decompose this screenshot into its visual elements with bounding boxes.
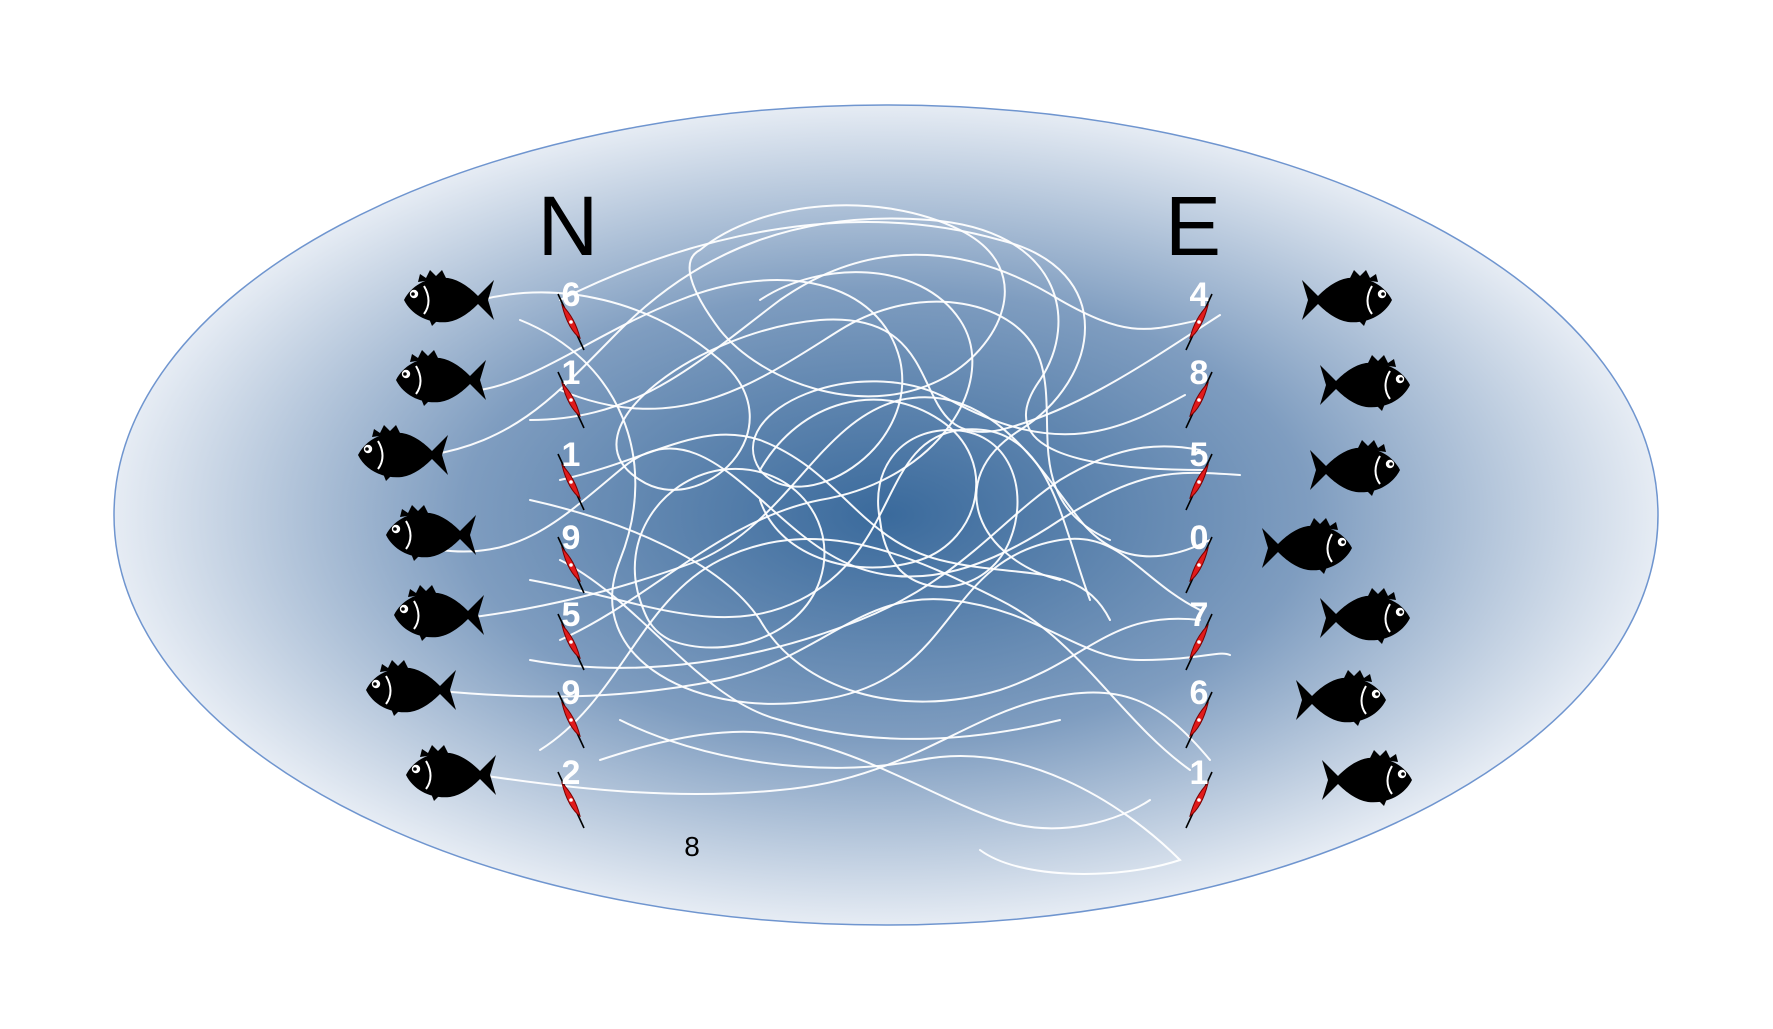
left-float-number: 9 xyxy=(562,519,581,557)
right-numbers: 4 8 5 0 7 6 1 xyxy=(1190,276,1209,792)
left-numbers: 6 1 1 9 5 9 2 xyxy=(562,276,581,792)
left-float-number: 5 xyxy=(562,596,581,634)
right-float-number: 8 xyxy=(1190,354,1209,392)
right-float-number: 4 xyxy=(1190,276,1209,314)
right-float-number: 5 xyxy=(1190,436,1209,474)
left-float-number: 2 xyxy=(562,754,581,792)
right-heading: E xyxy=(1165,179,1221,273)
left-float-number: 6 xyxy=(562,276,581,314)
right-float-number: 1 xyxy=(1190,754,1209,792)
right-float-number: 7 xyxy=(1190,596,1209,634)
right-float-number: 6 xyxy=(1190,674,1209,712)
pond xyxy=(113,104,1659,926)
left-heading: N xyxy=(538,179,599,273)
left-float-number: 9 xyxy=(562,674,581,712)
left-float-number: 1 xyxy=(562,354,581,392)
stray-number-label: 8 xyxy=(684,831,700,862)
tangled-lines xyxy=(429,204,1241,875)
right-float-number: 0 xyxy=(1190,519,1209,557)
left-float-number: 1 xyxy=(562,436,581,474)
